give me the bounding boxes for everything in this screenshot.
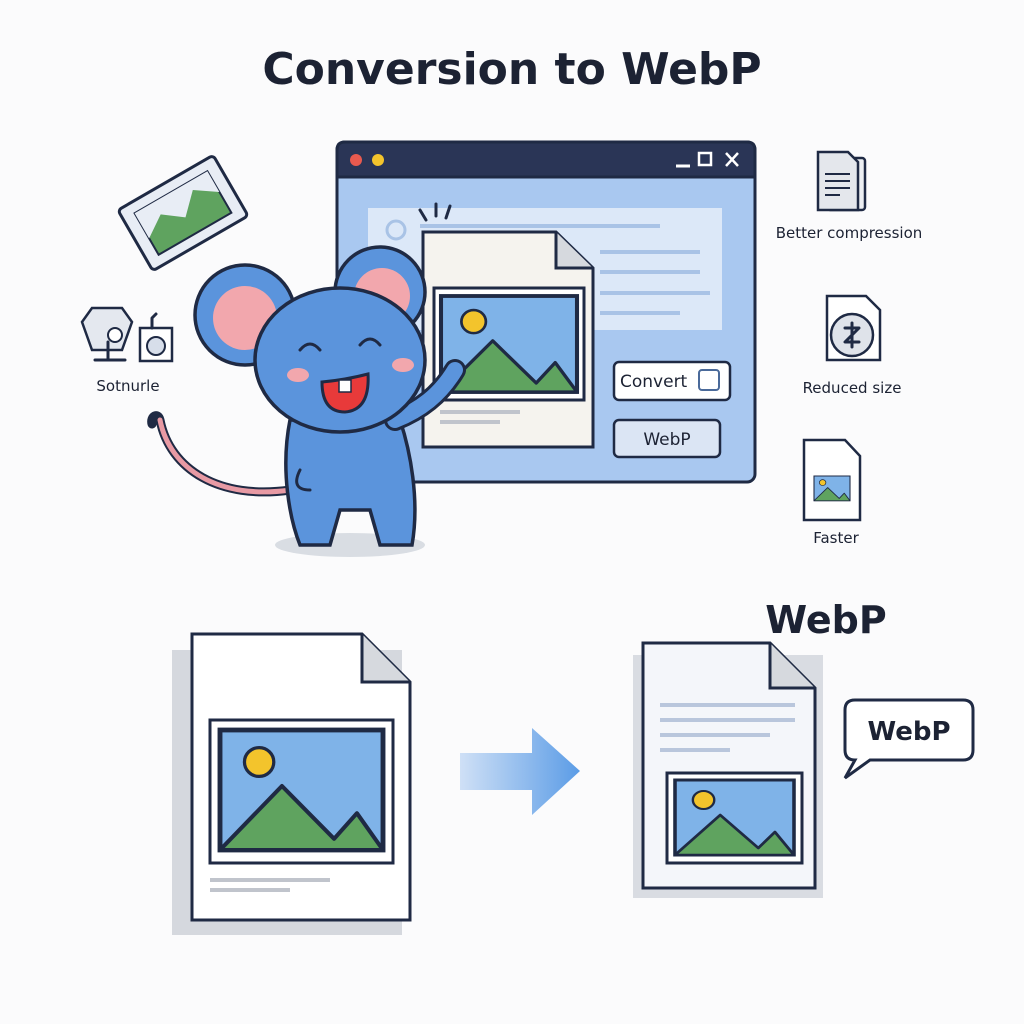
- page-title: Conversion to WebP: [262, 44, 761, 95]
- left-icon-label: Sotnurle: [96, 377, 159, 395]
- webp-speech-bubble: WebP: [843, 698, 975, 780]
- search-icon: [385, 219, 407, 241]
- benefit-reduced-size: Reduced size: [803, 294, 902, 397]
- minimize-dot[interactable]: [372, 154, 384, 166]
- benefit-label: Reduced size: [803, 379, 902, 397]
- close-dot[interactable]: [350, 154, 362, 166]
- camera-icon: [80, 306, 134, 362]
- webp-format-button[interactable]: WebP: [612, 418, 722, 459]
- storage-icon: [138, 312, 174, 363]
- image-card-icon: [117, 155, 249, 271]
- benefit-faster: Faster: [802, 438, 862, 547]
- benefit-label: Faster: [813, 529, 859, 547]
- benefit-better-compression: Better compression: [776, 150, 923, 242]
- original-image-document: [172, 632, 412, 935]
- arrow-right-icon: [460, 728, 580, 815]
- maximize-icon[interactable]: [697, 151, 713, 167]
- webp-format-label: WebP: [643, 430, 690, 450]
- convert-button[interactable]: Convert: [612, 360, 732, 402]
- bubble-label: WebP: [867, 717, 950, 747]
- close-icon[interactable]: [725, 152, 739, 167]
- convert-label: Convert: [620, 372, 688, 392]
- window-titlebar: [335, 140, 757, 179]
- result-heading: WebP: [765, 598, 886, 642]
- convert-checkbox[interactable]: [698, 369, 720, 391]
- webp-document: [633, 641, 823, 898]
- mouse-mascot: [147, 245, 466, 557]
- benefit-label: Better compression: [776, 224, 923, 242]
